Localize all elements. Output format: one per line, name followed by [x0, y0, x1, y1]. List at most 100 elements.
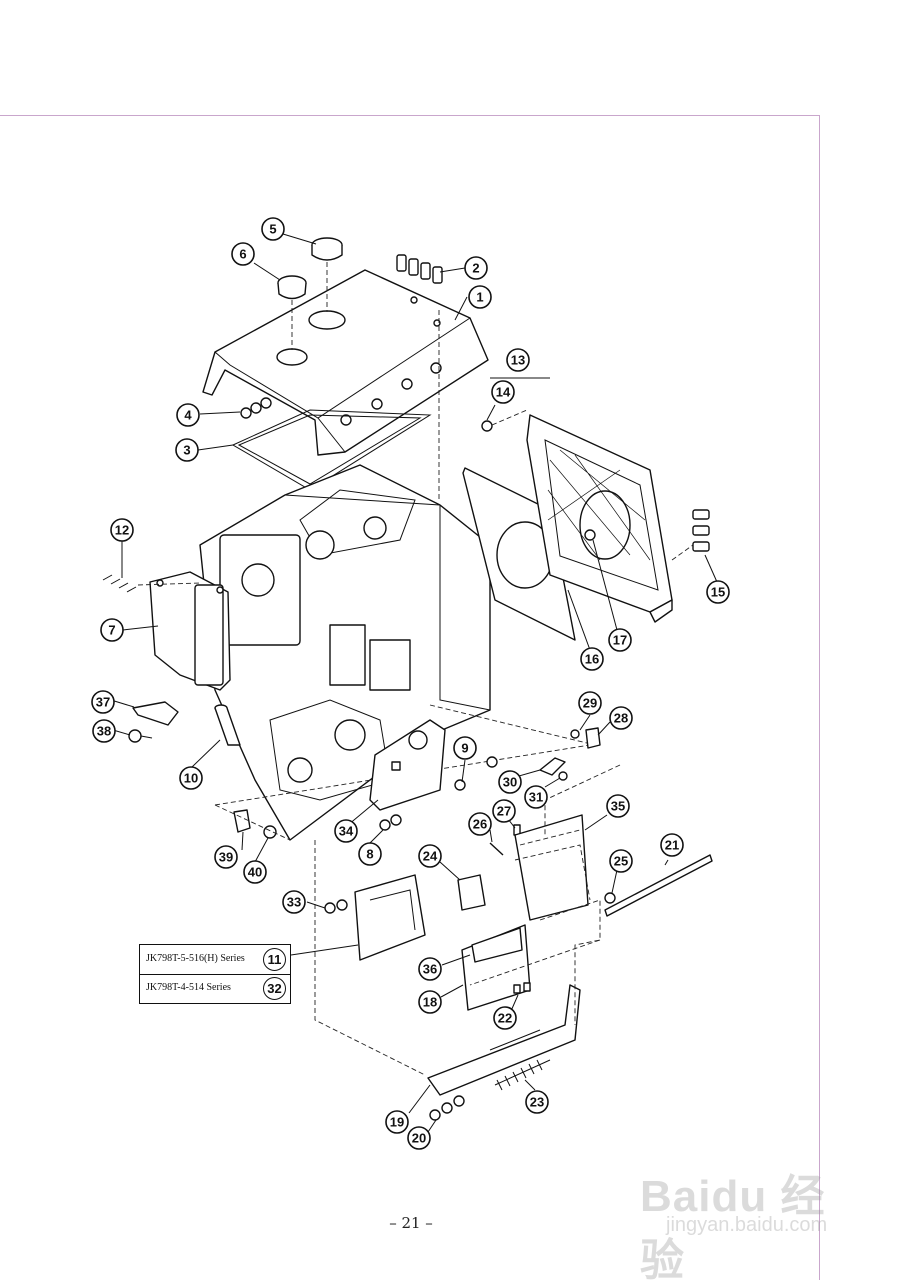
- screws-15: [692, 509, 710, 552]
- svg-text:18: 18: [423, 995, 437, 1010]
- series-label: JK798T-4-514 Series: [146, 982, 231, 993]
- screws-33: [324, 899, 348, 914]
- callout-36: 36: [418, 957, 442, 981]
- callout-30: 30: [498, 770, 522, 794]
- svg-text:36: 36: [423, 962, 437, 977]
- screw-25: [604, 892, 616, 904]
- callout-33: 33: [282, 890, 306, 914]
- callout-35: 35: [606, 794, 630, 818]
- callout-34: 34: [334, 819, 358, 843]
- svg-text:19: 19: [390, 1115, 404, 1130]
- spring-26: [489, 842, 504, 856]
- svg-text:38: 38: [97, 724, 111, 739]
- callout-23: 23: [525, 1090, 549, 1114]
- svg-text:15: 15: [711, 585, 725, 600]
- callout-19: 19: [385, 1110, 409, 1134]
- page-number: – 21 –: [389, 1214, 433, 1232]
- callout-13: 13: [506, 348, 530, 372]
- slide-bar-19: [427, 984, 581, 1096]
- svg-text:16: 16: [585, 652, 599, 667]
- watermark-logo: Baidu 经验: [640, 1172, 826, 1285]
- callout-17: 17: [608, 628, 632, 652]
- cover-11-32: [354, 874, 426, 961]
- svg-text:21: 21: [665, 838, 679, 853]
- front-plate-34: [369, 719, 446, 811]
- callout-20: 20: [407, 1126, 431, 1150]
- svg-text:37: 37: [96, 695, 110, 710]
- screws-2: [396, 254, 443, 284]
- svg-text:39: 39: [219, 850, 233, 865]
- callout-10: 10: [179, 766, 203, 790]
- callout-8: 8: [358, 842, 382, 866]
- callout-21: 21: [660, 833, 684, 857]
- callout-14: 14: [491, 380, 515, 404]
- svg-text:30: 30: [503, 775, 517, 790]
- nuts-22: [513, 982, 531, 994]
- svg-text:31: 31: [529, 790, 543, 805]
- guide-rod-10: [214, 704, 241, 746]
- callout-24: 24: [418, 844, 442, 868]
- callout-6: 6: [231, 242, 255, 266]
- svg-text:34: 34: [339, 824, 354, 839]
- svg-text:27: 27: [497, 804, 511, 819]
- screw-17: [584, 529, 596, 541]
- screws-9: [454, 756, 498, 791]
- screw-14: [481, 420, 493, 432]
- callout-3: 3: [175, 438, 199, 462]
- screws-8: [379, 814, 402, 831]
- cover-35: [514, 814, 591, 921]
- page-frame-right: [819, 115, 820, 1280]
- series-row-2: JK798T-4-514 Series 32: [140, 974, 290, 1003]
- main-housing: [199, 464, 491, 841]
- svg-text:25: 25: [614, 854, 628, 869]
- callout-7: 7: [100, 618, 124, 642]
- series-table: JK798T-5-516(H) Series 11 JK798T-4-514 S…: [139, 944, 291, 1004]
- watermark-url: jingyan.baidu.com: [666, 1214, 828, 1236]
- callout-29: 29: [578, 691, 602, 715]
- bracket-37: [132, 701, 179, 726]
- svg-text:35: 35: [611, 799, 625, 814]
- series-label: JK798T-5-516(H) Series: [146, 953, 245, 964]
- series-row-1: JK798T-5-516(H) Series 11: [140, 945, 290, 975]
- top-cover: [202, 269, 489, 456]
- svg-text:28: 28: [614, 711, 628, 726]
- svg-text:13: 13: [511, 353, 525, 368]
- svg-text:17: 17: [613, 633, 627, 648]
- callout-9: 9: [453, 736, 477, 760]
- baidu-watermark: Baidu 经验 jingyan.baidu.com: [640, 1150, 870, 1285]
- callout-5: 5: [261, 217, 285, 241]
- callout-25: 25: [609, 849, 633, 873]
- svg-text:5: 5: [269, 222, 276, 237]
- svg-text:7: 7: [108, 623, 115, 638]
- svg-text:24: 24: [423, 849, 438, 864]
- shaft-21: [604, 854, 713, 917]
- callout-4: 4: [176, 403, 200, 427]
- callout-40: 40: [243, 860, 267, 884]
- page-frame-top: [0, 115, 819, 116]
- svg-text:3: 3: [183, 443, 190, 458]
- svg-text:2: 2: [472, 261, 479, 276]
- series-callout-11: 11: [263, 948, 286, 971]
- callout-18: 18: [418, 990, 442, 1014]
- leader-lines: [110, 233, 718, 1133]
- callout-38: 38: [92, 719, 116, 743]
- oil-cap-5: [311, 237, 343, 261]
- callout-12: 12: [110, 518, 134, 542]
- svg-text:1: 1: [476, 290, 483, 305]
- callout-26: 26: [468, 812, 492, 836]
- svg-text:6: 6: [239, 247, 246, 262]
- callout-31: 31: [524, 785, 548, 809]
- callout-16: 16: [580, 647, 604, 671]
- series-callout-32: 32: [263, 977, 286, 1000]
- gasket-3: [231, 409, 432, 491]
- svg-text:20: 20: [412, 1131, 426, 1146]
- callout-2: 2: [464, 256, 488, 280]
- svg-text:22: 22: [498, 1011, 512, 1026]
- callout-39: 39: [214, 845, 238, 869]
- svg-text:12: 12: [115, 523, 129, 538]
- screw-38: [128, 729, 153, 743]
- spring-23: [494, 1059, 551, 1091]
- callout-27: 27: [492, 799, 516, 823]
- side-plate-7: [149, 571, 231, 691]
